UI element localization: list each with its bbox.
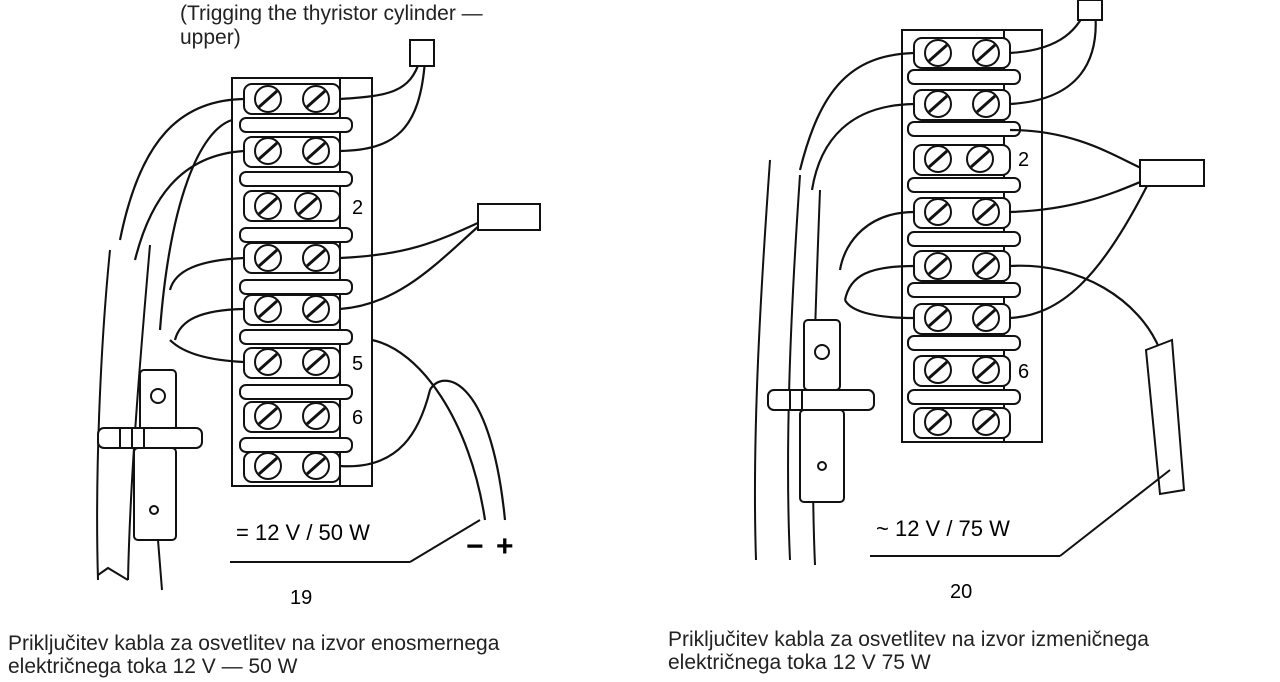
note-line-1: (Trigging the thyristor cylinder — (180, 2, 483, 25)
spec-19: = 12 V / 50 W (236, 520, 370, 545)
terminal-screws-20 (913, 37, 1011, 439)
note-line-2: upper) (180, 26, 241, 49)
figure-19 (96, 39, 541, 591)
right-connector (477, 203, 541, 231)
polarity-plus: + (496, 530, 514, 563)
spec-20: ~ 12 V / 75 W (876, 516, 1010, 541)
caption-20-line-1: Priključitev kabla za osvetlitev na izvo… (668, 628, 1149, 651)
figure-number-19: 19 (290, 587, 312, 609)
clamp (97, 369, 203, 541)
caption-19-line-2: električnega toka 12 V — 50 W (8, 655, 298, 678)
terminal-number-5: 5 (352, 353, 363, 375)
caption-19: Priključitev kabla za osvetlitev na izvo… (8, 632, 499, 678)
caption-19-line-1: Priključitev kabla za osvetlitev na izvo… (8, 632, 500, 655)
terminal-number-6: 6 (352, 407, 363, 429)
figure-20 (753, 0, 1205, 566)
note: (Trigging the thyristor cylinder — upper… (180, 2, 483, 50)
thick-cable-20 (1144, 338, 1186, 496)
polarity-minus: − (466, 530, 484, 563)
terminal-number-6-fig20: 6 (1018, 361, 1029, 383)
clamp-20 (767, 319, 875, 503)
caption-20-line-2: električnega toka 12 V 75 W (668, 651, 931, 674)
cable-bundle (96, 244, 163, 591)
terminal-separators (239, 117, 353, 453)
caption-20: Priključitev kabla za osvetlitev na izvo… (668, 628, 1149, 674)
right-connector-20 (1139, 159, 1205, 187)
figure-number-20: 20 (950, 581, 972, 603)
upper-connector (409, 39, 435, 67)
terminal-number-2: 2 (352, 197, 363, 219)
terminal-separators-20 (907, 69, 1021, 405)
upper-connector-20 (1077, 0, 1103, 21)
wires (118, 59, 507, 521)
terminal-number-2-fig20: 2 (1018, 149, 1029, 171)
